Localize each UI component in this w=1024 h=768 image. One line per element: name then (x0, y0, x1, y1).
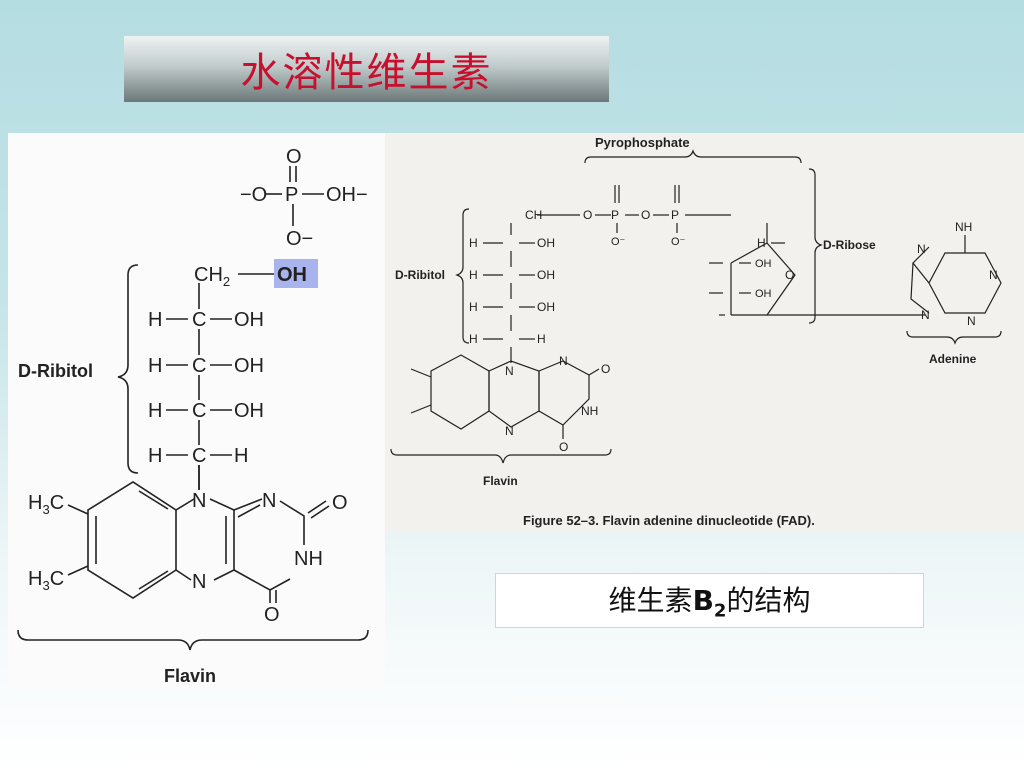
fad-ch2: CH (525, 208, 542, 222)
fad-adenine-label: Adenine (929, 352, 977, 366)
fad-h-4: H (469, 332, 478, 346)
flavin-n-3: N (192, 571, 206, 593)
riboflavin-structure-svg: O −O P OH− O− CH2 OH H C OH H C OH H C O… (17, 146, 369, 686)
fad-h-2: H (469, 268, 478, 282)
fad-o-minus-2: O⁻ (671, 236, 686, 248)
title-bar: 水溶性维生素 (124, 36, 609, 102)
flavin-n-1: N (192, 490, 206, 512)
fad-o-1: O (583, 208, 592, 222)
ch2-label: CH2 (194, 264, 230, 289)
riboflavin-structure-panel: O −O P OH− O− CH2 OH H C OH H C OH H C O… (8, 133, 385, 690)
ribitol-h-4: H (148, 445, 162, 467)
ribitol-h-2: H (148, 355, 162, 377)
ribitol-oh-2: OH (234, 355, 264, 377)
benzene-ring (87, 481, 177, 599)
ribitol-brace (117, 264, 139, 474)
fad-oh-3: OH (537, 300, 555, 314)
fad-n-2: N (505, 424, 514, 438)
phos-o-top: O (286, 146, 302, 168)
ribitol-label: D-Ribitol (18, 361, 93, 381)
fad-nh: NH (581, 404, 598, 418)
phos-p: P (285, 184, 298, 206)
flavin-label: Flavin (164, 666, 216, 686)
caption-text: 维生素B2的结构 (608, 584, 811, 622)
fad-adenine-n-2: N (989, 268, 998, 282)
flavin-o-2: O (264, 604, 280, 626)
flavin-o-1: O (332, 492, 348, 514)
fad-o-2: O (641, 208, 650, 222)
fad-ribose-label: D-Ribose (823, 238, 876, 252)
fad-oh-1: OH (537, 236, 555, 250)
fad-adenine-n-3: N (967, 314, 976, 328)
fad-structure-svg: Pyrophosphate D-Ribitol D-Ribose Flavin … (390, 135, 1002, 528)
fad-nh2: NH (955, 220, 972, 234)
phos-left-o: −O (240, 184, 267, 206)
fad-ribose-o: O (785, 268, 794, 282)
fad-p-1: P (611, 208, 619, 222)
phos-o-minus: O− (286, 228, 313, 250)
fad-ribose-h: H (757, 236, 766, 250)
ribitol-h-1: H (148, 309, 162, 331)
methyl-1: H3C (28, 492, 64, 517)
ribitol-c-2: C (192, 355, 206, 377)
highlighted-oh: OH (277, 264, 307, 286)
ribitol-h-end: H (234, 445, 248, 467)
flavin-brace (17, 629, 369, 651)
fad-p-2: P (671, 208, 679, 222)
fad-figure-caption: Figure 52–3. Flavin adenine dinucleotide… (523, 513, 815, 528)
fad-o-4: O (559, 440, 568, 454)
fad-ribose-oh-1: OH (755, 258, 772, 270)
ribitol-c-3: C (192, 400, 206, 422)
oh-highlight (274, 259, 318, 288)
fad-structure-panel: Pyrophosphate D-Ribitol D-Ribose Flavin … (385, 133, 1024, 531)
ribitol-c-1: C (192, 309, 206, 331)
slide-title: 水溶性维生素 (240, 50, 493, 96)
flavin-nh: NH (294, 548, 323, 570)
flavin-n-2: N (262, 490, 276, 512)
ribitol-c-4: C (192, 445, 206, 467)
fad-h-3: H (469, 300, 478, 314)
fad-h-1: H (469, 236, 478, 250)
ribitol-oh-1: OH (234, 309, 264, 331)
fad-ribose-oh-2: OH (755, 288, 772, 300)
caption-box: 维生素B2的结构 (495, 573, 924, 628)
fad-oh-2: OH (537, 268, 555, 282)
fad-pyrophosphate-label: Pyrophosphate (595, 135, 690, 150)
methyl-2: H3C (28, 568, 64, 593)
ribitol-oh-3: OH (234, 400, 264, 422)
phos-oh: OH− (326, 184, 368, 206)
fad-flavin-label: Flavin (483, 474, 518, 488)
fad-adenine-n-4: N (921, 308, 930, 322)
fad-ribitol-label: D-Ribitol (395, 268, 445, 282)
fad-adenine-n-1: N (917, 242, 926, 256)
fad-o-3: O (601, 362, 610, 376)
fad-h-5: H (537, 332, 546, 346)
ribitol-h-3: H (148, 400, 162, 422)
fad-n-1: N (505, 364, 514, 378)
fad-o-minus-1: O⁻ (611, 236, 626, 248)
fad-n-3: N (559, 354, 568, 368)
